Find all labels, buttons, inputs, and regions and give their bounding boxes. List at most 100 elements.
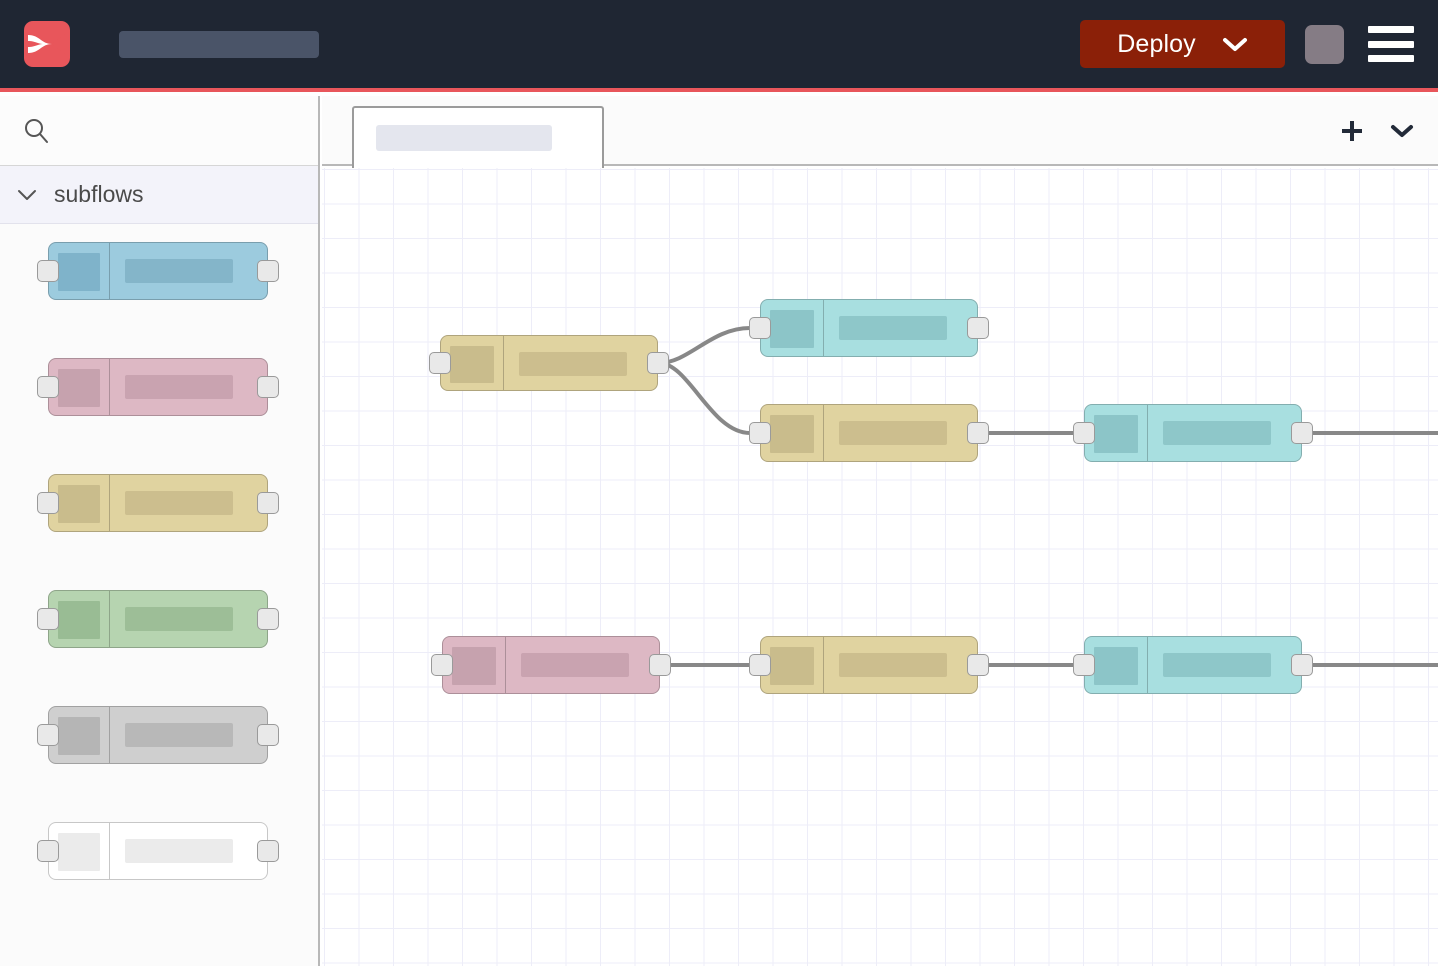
node-body: [48, 358, 268, 416]
node-type-icon: [58, 369, 100, 407]
node-label: [1163, 421, 1271, 445]
node-body: [440, 335, 658, 391]
hamburger-menu-icon[interactable]: [1368, 26, 1414, 62]
node-body: [1084, 636, 1302, 694]
node-type-icon: [58, 253, 100, 291]
node-red-logo-icon[interactable]: [24, 21, 70, 67]
node-input-port[interactable]: [1073, 654, 1095, 676]
node-input-port[interactable]: [37, 608, 59, 630]
node-icon-divider: [109, 591, 110, 647]
palette-node-3[interactable]: [37, 474, 279, 532]
node-icon-divider: [503, 336, 504, 390]
canvas-node-a[interactable]: [429, 335, 669, 391]
node-input-port[interactable]: [749, 317, 771, 339]
palette-node-4[interactable]: [37, 590, 279, 648]
node-label: [839, 421, 947, 445]
node-output-port[interactable]: [649, 654, 671, 676]
node-icon-divider: [823, 405, 824, 461]
node-input-port[interactable]: [749, 654, 771, 676]
node-type-icon: [452, 647, 496, 685]
canvas-node-c[interactable]: [749, 404, 989, 462]
flow-tab-bar: [322, 96, 1438, 168]
node-output-port[interactable]: [967, 422, 989, 444]
node-type-icon: [58, 601, 100, 639]
canvas-node-e[interactable]: [431, 636, 671, 694]
palette-node-1[interactable]: [37, 242, 279, 300]
node-output-port[interactable]: [257, 608, 279, 630]
node-output-port[interactable]: [967, 654, 989, 676]
tab-list-menu-chevron-down-icon[interactable]: [1386, 115, 1418, 147]
node-output-port[interactable]: [1291, 422, 1313, 444]
palette-search-row[interactable]: [0, 96, 318, 166]
node-type-icon: [58, 485, 100, 523]
avatar[interactable]: [1305, 24, 1344, 64]
node-icon-divider: [1147, 637, 1148, 693]
palette-category-subflows[interactable]: subflows: [0, 166, 318, 224]
node-icon-divider: [109, 475, 110, 531]
node-input-port[interactable]: [1073, 422, 1095, 444]
palette-node-2[interactable]: [37, 358, 279, 416]
canvas-node-f[interactable]: [749, 636, 989, 694]
node-body: [1084, 404, 1302, 462]
canvas-node-g[interactable]: [1073, 636, 1313, 694]
node-output-port[interactable]: [647, 352, 669, 374]
node-type-icon: [58, 717, 100, 755]
deploy-button[interactable]: Deploy: [1080, 20, 1285, 68]
chevron-down-icon[interactable]: [14, 189, 40, 201]
palette-node-6[interactable]: [37, 822, 279, 880]
node-type-icon: [770, 647, 814, 685]
node-body: [48, 822, 268, 880]
node-icon-divider: [109, 243, 110, 299]
node-output-port[interactable]: [257, 492, 279, 514]
node-output-port[interactable]: [1291, 654, 1313, 676]
node-icon-divider: [1147, 405, 1148, 461]
node-output-port[interactable]: [257, 260, 279, 282]
canvas-node-b[interactable]: [749, 299, 989, 357]
hamburger-bar: [1368, 55, 1414, 62]
node-label: [521, 653, 629, 677]
wire-layer: [657, 326, 1438, 667]
node-output-port[interactable]: [967, 317, 989, 339]
node-output-port[interactable]: [257, 724, 279, 746]
flow-tab-label: [376, 125, 552, 151]
node-input-port[interactable]: [37, 724, 59, 746]
flow-canvas[interactable]: [322, 168, 1438, 966]
plus-icon[interactable]: [1336, 115, 1368, 147]
node-type-icon: [58, 833, 100, 871]
chevron-down-icon[interactable]: [1222, 36, 1248, 52]
wire-a-to-b[interactable]: [657, 326, 752, 365]
palette-category-label: subflows: [54, 181, 144, 207]
node-body: [760, 636, 978, 694]
hamburger-bar: [1368, 40, 1414, 48]
node-body: [442, 636, 660, 694]
node-input-port[interactable]: [37, 260, 59, 282]
node-label: [125, 607, 233, 631]
search-icon[interactable]: [22, 117, 50, 145]
palette-node-5[interactable]: [37, 706, 279, 764]
node-body: [48, 706, 268, 764]
app-header: Deploy: [0, 0, 1438, 92]
node-label: [125, 259, 233, 283]
node-input-port[interactable]: [37, 840, 59, 862]
node-input-port[interactable]: [431, 654, 453, 676]
node-icon-divider: [823, 300, 824, 356]
node-input-port[interactable]: [749, 422, 771, 444]
search-input[interactable]: [64, 119, 284, 142]
node-label: [125, 723, 233, 747]
node-input-port[interactable]: [37, 492, 59, 514]
node-label: [839, 653, 947, 677]
node-input-port[interactable]: [37, 376, 59, 398]
node-output-port[interactable]: [257, 840, 279, 862]
node-label: [519, 352, 627, 376]
canvas-node-d[interactable]: [1073, 404, 1313, 462]
wire-a-to-c[interactable]: [657, 361, 752, 435]
node-input-port[interactable]: [429, 352, 451, 374]
flow-tab-1[interactable]: [352, 106, 604, 168]
node-label: [125, 839, 233, 863]
node-type-icon: [770, 310, 814, 348]
node-body: [48, 242, 268, 300]
node-body: [760, 404, 978, 462]
node-output-port[interactable]: [257, 376, 279, 398]
palette-sidebar: subflows: [0, 96, 320, 966]
